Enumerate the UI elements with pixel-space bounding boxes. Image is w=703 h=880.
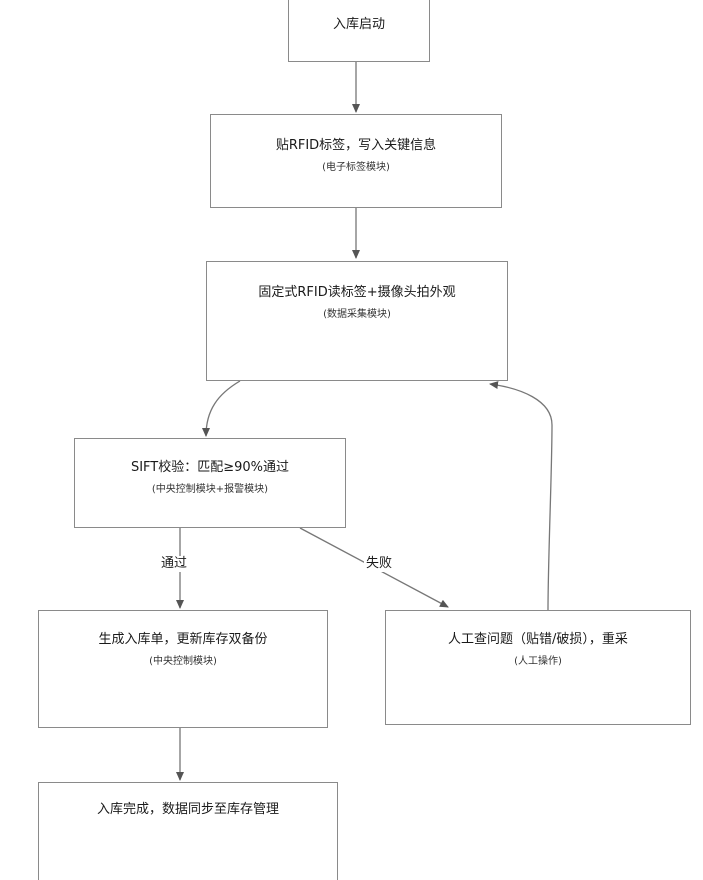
node-tag: 贴RFID标签，写入关键信息 (电子标签模块) <box>210 114 502 208</box>
node-start-title: 入库启动 <box>289 16 429 34</box>
node-collect-module: (数据采集模块) <box>207 308 507 322</box>
edge-collect-to-verify <box>206 381 240 436</box>
node-manual-title: 人工查问题（贴错/破损），重采 <box>386 631 690 649</box>
node-verify-title: SIFT校验：匹配≥90%通过 <box>75 459 345 477</box>
node-verify: SIFT校验：匹配≥90%通过 (中央控制模块+报警模块) <box>74 438 346 528</box>
node-manual: 人工查问题（贴错/破损），重采 (人工操作) <box>385 610 691 725</box>
node-start: 入库启动 <box>288 0 430 62</box>
node-done-title: 入库完成，数据同步至库存管理 <box>39 801 337 819</box>
edge-manual-to-collect <box>490 384 552 610</box>
node-generate-title: 生成入库单，更新库存双备份 <box>39 631 327 649</box>
node-collect-title: 固定式RFID读标签+摄像头拍外观 <box>207 284 507 302</box>
node-generate: 生成入库单，更新库存双备份 (中央控制模块) <box>38 610 328 728</box>
node-verify-module: (中央控制模块+报警模块) <box>75 483 345 497</box>
node-generate-module: (中央控制模块) <box>39 655 327 669</box>
node-collect: 固定式RFID读标签+摄像头拍外观 (数据采集模块) <box>206 261 508 381</box>
edge-label-pass: 通过 <box>159 556 189 572</box>
node-manual-module: (人工操作) <box>386 655 690 669</box>
edge-label-fail: 失败 <box>364 556 394 572</box>
node-tag-module: (电子标签模块) <box>211 161 501 175</box>
node-tag-title: 贴RFID标签，写入关键信息 <box>211 137 501 155</box>
node-done: 入库完成，数据同步至库存管理 <box>38 782 338 880</box>
